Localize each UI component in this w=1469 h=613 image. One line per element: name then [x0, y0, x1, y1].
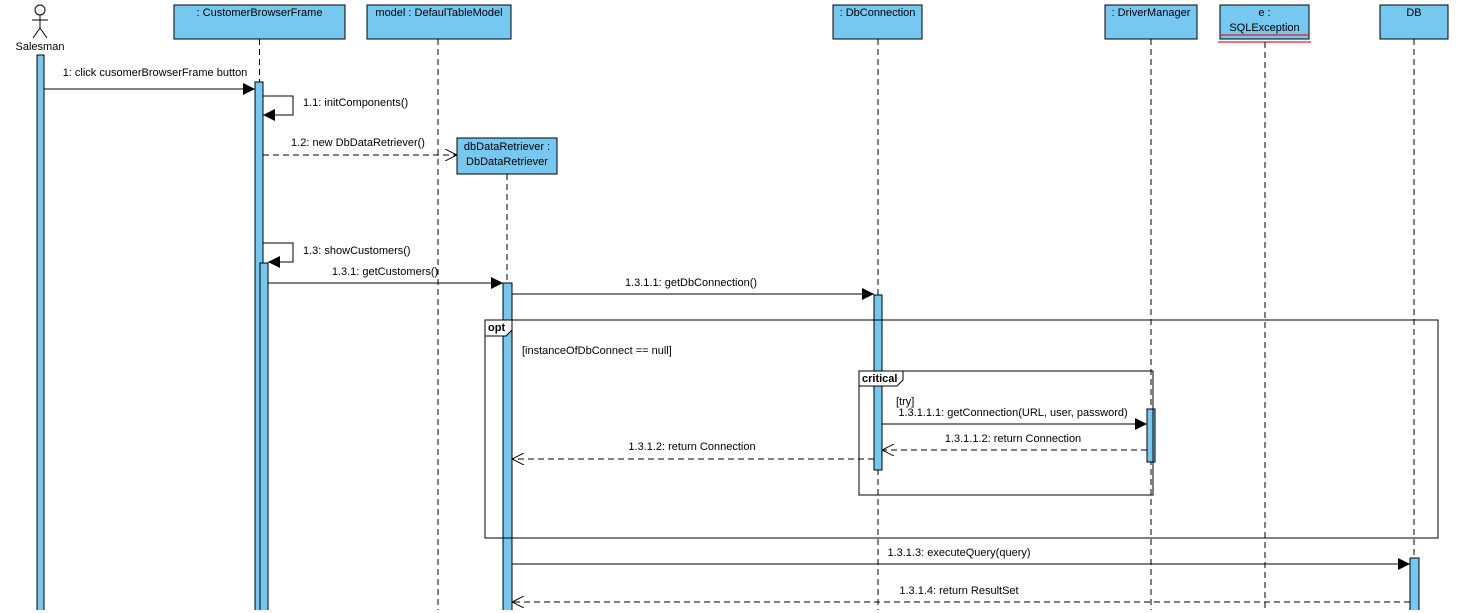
activation-bar: [1409, 557, 1420, 613]
lifeline-label: : DbConnection: [840, 7, 916, 19]
fragment-operator: critical: [862, 373, 897, 385]
message-get-db-connection[interactable]: 1.3.1.1: getDbConnection(): [512, 277, 874, 300]
lifeline-driver-manager[interactable]: : DriverManager: [1104, 4, 1198, 610]
actor-label: Salesman: [16, 41, 65, 53]
message-arrow: [263, 242, 294, 268]
fragment-guard: [instanceOfDbConnect == null]: [522, 345, 672, 357]
lifeline-head: [1104, 4, 1198, 40]
lifeline-label-line2: SQLException: [1229, 22, 1299, 34]
lifeline-head: [173, 4, 346, 40]
fragment-frame: [484, 319, 1439, 539]
lifeline-table-model[interactable]: model : DefaulTableModel: [366, 4, 512, 610]
lifeline-head: [456, 137, 558, 175]
lifeline-db-data-retriever[interactable]: dbDataRetriever : DbDataRetriever: [456, 137, 558, 613]
fragment-operator: opt: [488, 322, 505, 334]
message-return-resultset[interactable]: 1.3.1.4: return ResultSet: [512, 585, 1410, 602]
fragment-tab: [484, 319, 513, 337]
message-get-customers[interactable]: 1.3.1: getCustomers(): [268, 266, 503, 289]
lifeline-label-line1: e :: [1258, 7, 1270, 19]
fragment-guard: [try]: [896, 396, 914, 408]
activation-bar: [1146, 408, 1156, 463]
fragment-frame: [858, 370, 1154, 496]
message-click-button[interactable]: 1: click cusomerBrowserFrame button: [44, 67, 255, 95]
message-label: 1.1: initComponents(): [303, 97, 408, 109]
actor-salesman[interactable]: Salesman: [16, 4, 65, 613]
fragment-critical[interactable]: critical [try]: [858, 370, 1154, 496]
message-label: 1.2: new DbDataRetriever(): [291, 137, 425, 149]
message-label: 1.3.1.2: return Connection: [628, 441, 755, 453]
message-return-connection-driver[interactable]: 1.3.1.1.2: return Connection: [882, 433, 1147, 450]
lifeline-label: DB: [1406, 7, 1421, 19]
fragment-opt[interactable]: opt [instanceOfDbConnect == null]: [484, 319, 1439, 539]
fragment-tab: [858, 370, 904, 387]
stick-figure-icon: [32, 4, 48, 39]
message-return-connection[interactable]: 1.3.1.2: return Connection: [512, 441, 874, 459]
lifeline-sql-exception[interactable]: e : SQLException: [1218, 4, 1311, 610]
lifeline-head: [366, 4, 512, 40]
message-label: 1.3.1: getCustomers(): [332, 266, 438, 278]
lifeline-head: [1219, 4, 1310, 40]
activation-bar: [36, 54, 45, 613]
lifeline-db[interactable]: DB: [1379, 4, 1449, 613]
message-init-components[interactable]: 1.1: initComponents(): [263, 95, 408, 121]
message-arrow: [263, 95, 294, 121]
message-label: 1.3.1.3: executeQuery(query): [887, 547, 1030, 559]
message-new-retriever[interactable]: 1.2: new DbDataRetriever(): [263, 137, 457, 155]
lifeline-customer-browser-frame[interactable]: : CustomerBrowserFrame: [173, 4, 346, 613]
lifeline-label-line2: DbDataRetriever: [466, 156, 548, 168]
message-label: 1: click cusomerBrowserFrame button: [63, 67, 248, 79]
message-label: 1.3.1.4: return ResultSet: [899, 585, 1018, 597]
lifeline-db-connection[interactable]: : DbConnection: [832, 4, 923, 610]
lifeline-label: model : DefaulTableModel: [375, 7, 502, 19]
message-label: 1.3.1.1.1: getConnection(URL, user, pass…: [898, 407, 1127, 419]
message-show-customers[interactable]: 1.3: showCustomers(): [263, 242, 411, 268]
lifeline-label: : DriverManager: [1112, 7, 1191, 19]
lifeline-label-line1: dbDataRetriever :: [464, 141, 550, 153]
message-label: 1.3: showCustomers(): [303, 245, 411, 257]
message-execute-query[interactable]: 1.3.1.3: executeQuery(query): [512, 547, 1410, 570]
message-label: 1.3.1.1.2: return Connection: [945, 433, 1081, 445]
activation-bar: [502, 282, 513, 613]
activation-bar-nested: [259, 262, 269, 613]
lifeline-label: : CustomerBrowserFrame: [197, 7, 323, 19]
message-label: 1.3.1.1: getDbConnection(): [625, 277, 757, 289]
message-get-connection[interactable]: 1.3.1.1.1: getConnection(URL, user, pass…: [882, 407, 1147, 430]
